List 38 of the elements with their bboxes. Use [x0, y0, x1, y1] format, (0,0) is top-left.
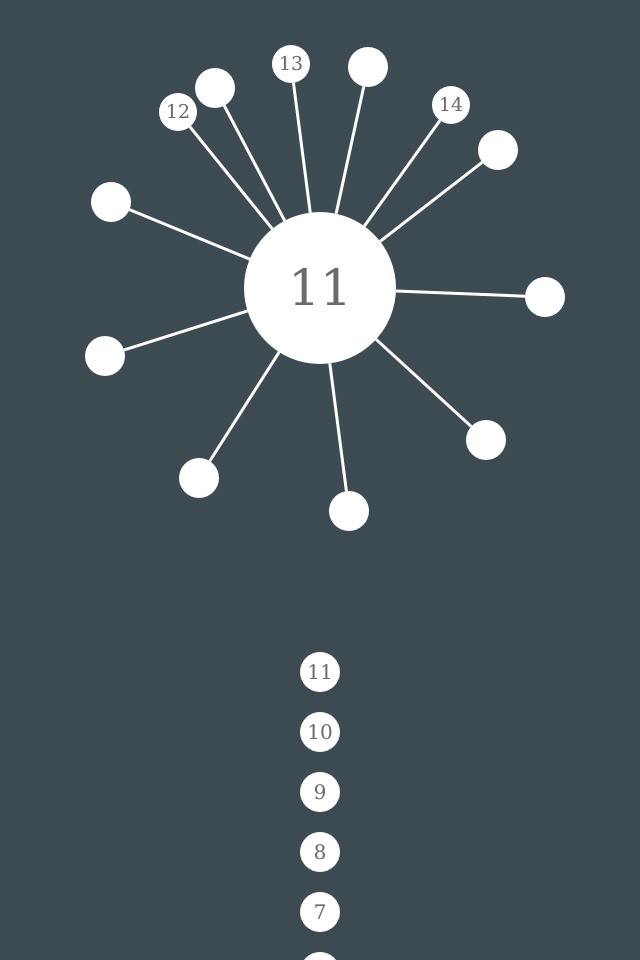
- pin-ball: [85, 336, 125, 376]
- number-label: 7: [314, 902, 326, 922]
- pin-line: [375, 338, 472, 428]
- pin-line: [396, 290, 526, 298]
- pin-line: [379, 161, 484, 243]
- pin-line: [363, 120, 442, 228]
- pin-ball: [525, 277, 565, 317]
- numbered-ball: [159, 93, 197, 131]
- number-label: 13: [278, 54, 304, 74]
- numbered-ball: [272, 45, 310, 83]
- number-label: 8: [314, 842, 326, 862]
- pin-ball: [195, 68, 235, 108]
- number-label: 10: [307, 722, 333, 742]
- pin-ball: [179, 458, 219, 498]
- number-label: 11: [288, 263, 352, 313]
- numbered-ball: [300, 712, 340, 752]
- pin-ball: [91, 182, 131, 222]
- pin-ball: [466, 420, 506, 460]
- numbered-ball: [300, 652, 340, 692]
- pin-line: [188, 126, 274, 230]
- number-label: 11: [307, 662, 333, 682]
- pin-line: [292, 82, 312, 213]
- pin-line: [334, 86, 366, 214]
- pin-line: [328, 363, 348, 492]
- number-label: 9: [314, 782, 326, 802]
- number-label: 14: [438, 96, 464, 114]
- pin-ball: [348, 47, 388, 87]
- pin-line: [208, 351, 280, 462]
- numbered-ball: [300, 832, 340, 872]
- pin-line: [128, 208, 250, 260]
- numbered-ball: [300, 892, 340, 932]
- pin-line: [124, 309, 248, 352]
- numbered-ball: [300, 772, 340, 812]
- numbered-ball: [432, 86, 470, 124]
- pin-line: [222, 105, 286, 222]
- number-label: 12: [166, 102, 190, 122]
- pin-ball: [478, 130, 518, 170]
- pin-ball: [329, 491, 369, 531]
